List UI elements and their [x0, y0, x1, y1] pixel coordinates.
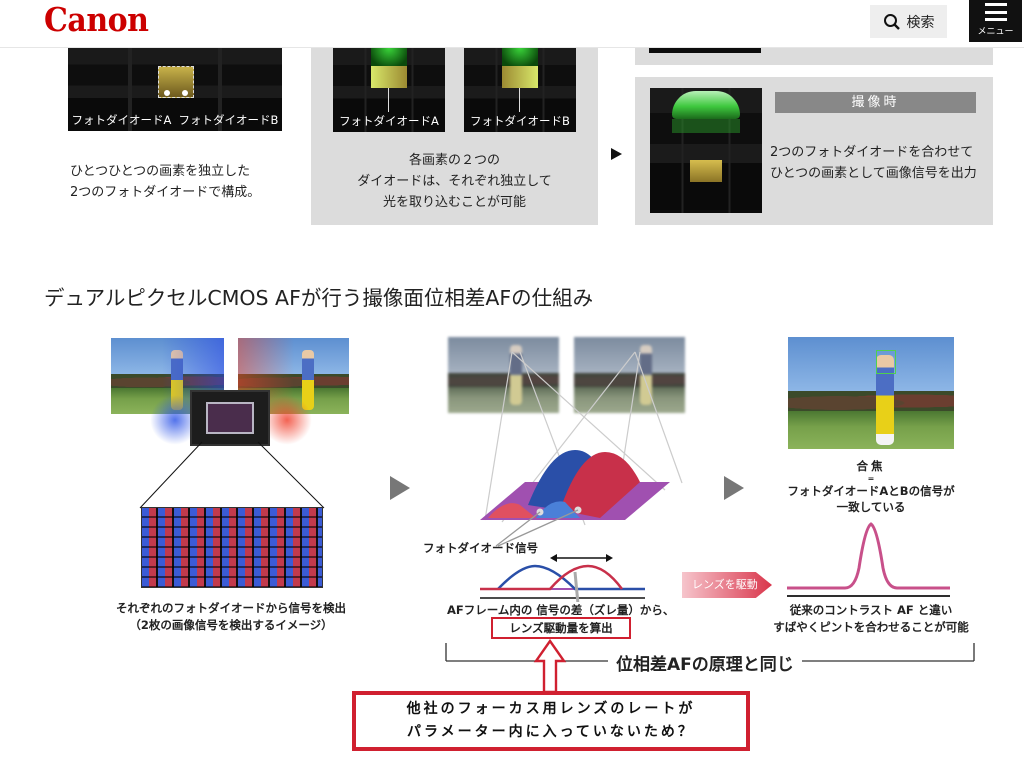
pixel-array-image	[141, 507, 323, 588]
arrow-right-icon	[724, 476, 744, 500]
step3-caption: 従来のコントラスト AF と違い すばやくピントを合わせることが可能	[773, 603, 969, 634]
menu-label: メニュー	[977, 27, 1014, 37]
lens-drive-arrow: レンズを駆動	[682, 572, 772, 598]
panel3-upper-image	[649, 48, 761, 53]
af-frame	[876, 350, 896, 374]
search-label: 検索	[906, 14, 935, 31]
phase-difference-graph	[480, 554, 645, 602]
panel2-caption: 各画素の２つの ダイオードは、それぞれ独立して 光を取り込むことが可能	[357, 153, 552, 210]
blurred-photo-right	[574, 337, 685, 413]
arrow-right-icon	[611, 148, 622, 160]
blurred-photo-left	[448, 337, 559, 413]
canon-logo[interactable]: Canon	[44, 1, 149, 40]
site-header: Canon 検索 メニュー	[0, 0, 1024, 48]
section-title: デュアルピクセルCMOS AFが行う撮像面位相差AFの仕組み	[44, 286, 594, 310]
photodiode-b-image: フォトダイオードB	[464, 48, 576, 132]
principle-label: 位相差AFの原理と同じ	[608, 650, 802, 675]
focused-photo	[788, 337, 954, 449]
photodiode-a-image: フォトダイオードA	[333, 48, 445, 132]
photodiode-a-label: フォトダイオードA	[71, 113, 172, 127]
contrast-peak-graph	[787, 522, 950, 597]
annotation-box: 他社のフォーカス用レンズのレートが パラメーター内に入っていないため？	[352, 691, 750, 751]
step1-caption: それぞれのフォトダイオードから信号を検出 （2枚の画像信号を検出するイメージ）	[116, 601, 346, 632]
photodiode-b-label: フォトダイオードB	[470, 114, 570, 128]
image-sensor	[190, 390, 270, 446]
signal-3d-diagram	[480, 351, 683, 547]
capture-pixel-image	[650, 88, 762, 213]
panel3-caption: 2つのフォトダイオードを合わせて ひとつの画素として画像信号を出力	[770, 145, 977, 181]
focus-caption: 合焦 = フォトダイオードAとBの信号が 一致している	[787, 459, 955, 514]
photodiode-b-label: フォトダイオードB	[178, 113, 279, 127]
zoom-lines	[139, 441, 325, 509]
lens-drive-calc-highlight: レンズ駆動量を算出	[491, 617, 631, 639]
search-icon	[883, 13, 900, 30]
capture-badge: 撮像時	[775, 92, 976, 113]
photodiode-signal-label: フォトダイオード信号	[423, 541, 538, 555]
photodiode-a-label: フォトダイオードA	[339, 114, 439, 128]
panel1-caption: ひとつひとつの画素を独立した 2つのフォトダイオードで構成。	[70, 164, 261, 200]
pixel-diagram-image: フォトダイオードA フォトダイオードB	[68, 48, 282, 131]
step2-caption: AFフレーム内の 信号の差（ズレ量）から、	[447, 603, 675, 617]
arrow-right-icon	[390, 476, 410, 500]
search-button[interactable]: 検索	[870, 5, 947, 38]
up-arrow-icon	[533, 639, 567, 693]
menu-button[interactable]: メニュー	[969, 0, 1022, 42]
hamburger-icon	[984, 3, 1007, 21]
